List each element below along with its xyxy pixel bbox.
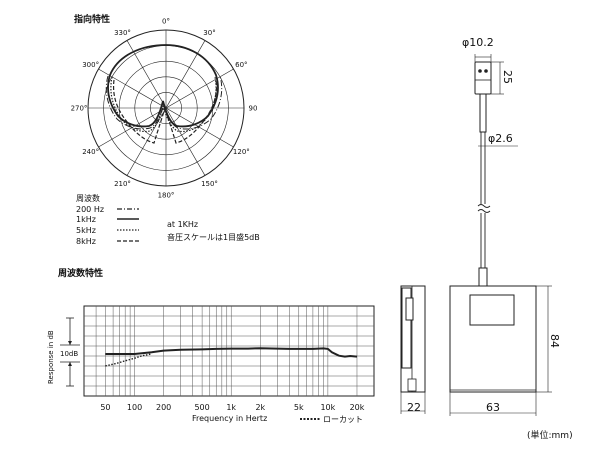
cable-strain-relief [478,267,488,287]
polar-angle-label: 0° [162,18,170,26]
polar-angle-label: 270° [71,105,88,113]
mic-head [474,61,492,95]
pack-width-label: 63 [486,401,500,414]
mic-head-diameter-label: φ10.2 [462,36,494,49]
mic-neck [479,93,487,133]
lowcut-label: ローカット [323,415,363,424]
polar-angle-label: 210° [114,180,131,188]
polar-angle-label: 30° [203,29,215,37]
mic-cable-diameter-label: φ2.6 [488,132,513,145]
bodypack-side-view: 22 [400,285,426,414]
x-tick-label: 10k [320,403,335,412]
polar-angle-label: 300° [82,61,99,69]
microphone-drawing: φ10.2 25 φ2.6 [462,36,518,287]
polar-angle-label: 330° [114,29,131,37]
polar-curve-1khz [107,44,219,128]
x-tick-label: 2k [255,403,265,412]
polar-angle-label: 120° [233,148,250,156]
frequency-response-line [105,347,358,358]
legend-item-200hz: 200 Hz [76,205,139,214]
polar-spoke [126,40,206,176]
polar-title: 指向特性 [74,13,110,25]
x-tick-label: 500 [194,403,209,412]
polar-angle-label: 180° [158,192,175,200]
x-axis-label: Frequency in Hertz [192,414,267,423]
x-tick-label: 1k [226,403,236,412]
frequency-tick-labels: 50 100 200 500 1k 2k 5k 10k 20k [100,403,364,412]
polar-curve-8khz [112,79,218,144]
polar-note-frequency: at 1KHz [167,220,198,229]
legend-label: 8kHz [76,237,96,246]
frequency-title: 周波数特性 [58,267,103,279]
polar-angle-label: 240° [82,148,99,156]
mic-head-length-label: 25 [501,70,514,84]
polar-section: 指向特性 0° 30° 60° 90 120° 150° 180° 210° 240° 270° 3… [71,13,260,246]
pack-depth-label: 22 [407,401,421,414]
legend-item-1khz: 1kHz [76,215,139,224]
scale-indicator [60,317,80,387]
polar-angle-label: 150° [201,180,218,188]
legend-title: 周波数 [76,193,100,203]
legend-item-8khz: 8kHz [76,237,139,246]
polar-grid [87,29,245,187]
x-tick-label: 100 [127,403,142,412]
unit-note: (単位:mm) [527,429,573,441]
x-tick-label: 200 [156,403,171,412]
legend-item-5khz: 5kHz [76,226,139,235]
frequency-section: 周波数特性 10dB Response in dB 50 100 200 500 1k 2… [47,267,375,424]
x-tick-label: 50 [100,403,110,412]
y-axis-label: Response in dB [47,330,55,384]
legend-label: 200 Hz [76,205,104,214]
legend-label: 1kHz [76,215,96,224]
scale-label: 10dB [60,350,78,358]
pack-height-label: 84 [548,334,561,348]
x-tick-label: 5k [294,403,304,412]
frequency-series [105,347,358,367]
polar-note-scale: 音圧スケールは1目盛5dB [167,232,260,242]
bodypack-front-view: 63 84 [449,285,561,416]
polar-angle-label: 90 [249,105,258,113]
polar-angle-labels: 0° 30° 60° 90 120° 150° 180° 210° 240° 270° 300° 33… [71,18,258,200]
frequency-plot-frame [83,305,375,397]
polar-angle-label: 60° [235,61,247,69]
polar-curve-200hz [105,75,223,130]
legend-label: 5kHz [76,226,96,235]
x-tick-label: 20k [350,403,365,412]
pack-display-window [469,294,515,326]
belt-clip [401,287,412,369]
frequency-grid [84,306,374,396]
polar-curve-5khz [110,76,217,133]
